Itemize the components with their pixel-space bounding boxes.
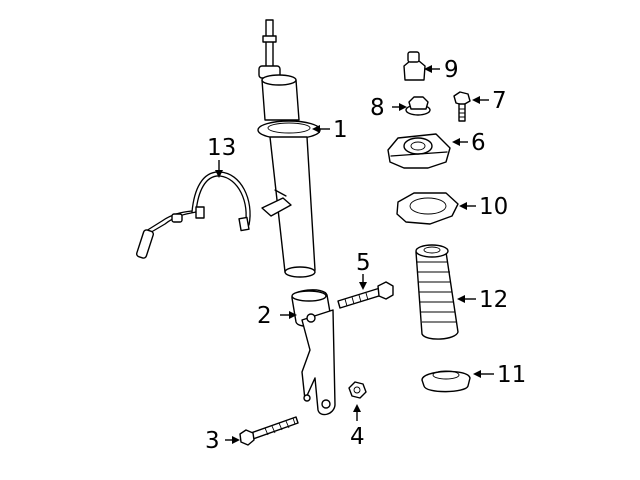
dust-boot [415, 244, 459, 340]
sensor-wire [135, 171, 251, 259]
callout-12: 12 [479, 287, 508, 313]
leader-lines [215, 65, 494, 444]
callout-13: 13 [207, 135, 236, 161]
callout-4: 4 [350, 424, 365, 450]
callout-11: 11 [497, 362, 526, 388]
mount-bolt [453, 91, 471, 122]
callout-8: 8 [370, 95, 385, 121]
callout-7: 7 [492, 88, 507, 114]
knuckle-bracket [291, 289, 336, 416]
top-mount [387, 133, 451, 169]
upper-spring-seat [396, 192, 459, 225]
long-bolt [239, 416, 299, 446]
callout-10: 10 [479, 194, 508, 220]
flange-nut [348, 381, 367, 399]
callout-labels: 1 2 3 4 5 6 7 8 9 10 11 12 13 [205, 57, 526, 454]
callout-2: 2 [257, 303, 272, 329]
callout-6: 6 [471, 130, 486, 156]
callout-3: 3 [205, 428, 220, 454]
pinch-bolt [337, 281, 394, 309]
strut-assembly [257, 19, 321, 278]
callout-9: 9 [444, 57, 459, 83]
lower-isolator [421, 370, 471, 393]
callout-5: 5 [356, 250, 371, 276]
top-nut [403, 51, 426, 81]
callout-1: 1 [333, 117, 348, 143]
small-nut [405, 96, 431, 116]
